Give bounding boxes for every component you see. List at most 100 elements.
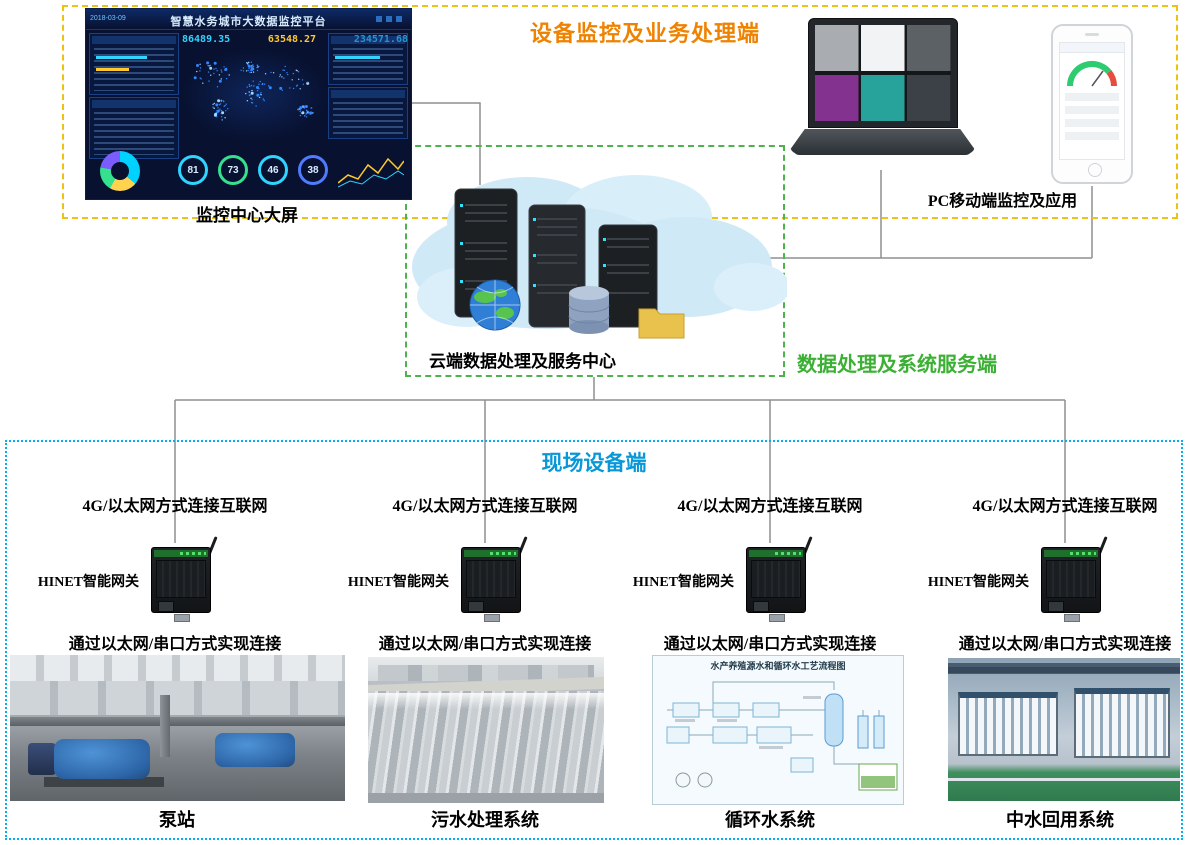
photo-detail (1074, 688, 1170, 758)
dashboard-panel (89, 33, 179, 95)
dashboard-date: 2018-03-09 (90, 15, 126, 22)
gauge-ring: 81 (178, 155, 208, 185)
phone-app-header (1060, 43, 1124, 53)
connect-serial-label-3: 通过以太网/串口方式实现连接 (663, 636, 877, 653)
phone-home-button (1088, 163, 1102, 177)
panel-header (331, 36, 405, 44)
smartphone-illustration (1051, 24, 1133, 184)
dashboard-panel (89, 97, 179, 159)
dashboard-metrics: 86489.35 63548.27 234571.68 (182, 34, 408, 45)
world-map (182, 49, 328, 141)
photo-detail (948, 663, 1180, 674)
database-icon (568, 286, 610, 334)
photo-detail (160, 695, 170, 757)
gauge-ring: 73 (218, 155, 248, 185)
site-label-3: 循环水系统 (725, 810, 815, 830)
dashboard-title: 智慧水务城市大数据监控平台 (170, 16, 327, 28)
metric-value: 234571.68 (353, 34, 408, 45)
gateway-label-1: HINET智能网关 (37, 575, 139, 590)
ethernet-port (158, 601, 174, 612)
gauge-ring: 38 (298, 155, 328, 185)
connect-serial-label-4: 通过以太网/串口方式实现连接 (958, 636, 1172, 653)
flow-diagram-graphic (666, 681, 898, 791)
panel-rows (333, 48, 403, 81)
folder-icon (638, 308, 685, 339)
gauge-value: 73 (227, 164, 239, 176)
led-strip (1044, 550, 1098, 557)
connect-internet-label-3: 4G/以太网方式连接互联网 (677, 498, 863, 515)
monitoring-zone-title: 设备监控及业务处理端 (529, 21, 760, 46)
globe-icon (469, 279, 521, 331)
spark-line-chart (337, 151, 405, 193)
connect-serial-label-2: 通过以太网/串口方式实现连接 (378, 636, 592, 653)
dashboard-header-icons (376, 16, 406, 22)
site-photo-water-reuse (948, 658, 1180, 801)
phone-gauge-chart (1066, 60, 1118, 87)
ethernet-port (753, 601, 769, 612)
photo-detail (958, 692, 1058, 756)
field-zone-title: 现场设备端 (541, 451, 647, 475)
mini-bar (335, 56, 381, 59)
zone-field-border (5, 440, 1183, 840)
site-label-4: 中水回用系统 (1006, 810, 1114, 830)
din-clip (769, 614, 785, 622)
phone-screen (1059, 42, 1125, 160)
gateway-row-2: HINET智能网关 (341, 536, 531, 622)
photo-detail (28, 743, 56, 775)
dashboard-panel (328, 87, 408, 139)
gauge-value: 38 (307, 164, 319, 176)
line-dashboard-to-cloud (410, 102, 481, 185)
gateway-device-1 (145, 536, 218, 622)
photo-detail (10, 655, 345, 681)
gateway-label-3: HINET智能网关 (632, 575, 734, 590)
zone-cloud-border (405, 145, 790, 377)
din-clip (174, 614, 190, 622)
photo-detail (10, 681, 345, 715)
panel-header (92, 36, 176, 44)
metric-value: 86489.35 (182, 34, 231, 45)
world-map-svg (193, 61, 314, 121)
site-photo-circulating-water: 水产养殖源水和循环水工艺流程图 (652, 655, 904, 805)
gateway-body (461, 547, 521, 613)
monitoring-dashboard-screen: 2018-03-09 智慧水务城市大数据监控平台 86489.35 63548.… (85, 8, 412, 200)
photo-detail (44, 777, 164, 787)
gateway-device-4 (1035, 536, 1108, 622)
site-photo-sewage-treatment (368, 657, 604, 803)
metric-value: 63548.27 (267, 34, 317, 45)
laptop-screen-image (814, 25, 951, 121)
panel-header (331, 90, 405, 98)
laptop-illustration (790, 18, 975, 170)
site-label-2: 污水处理系统 (431, 810, 539, 830)
gauge-value: 46 (267, 164, 279, 176)
gateway-row-4: HINET智能网关 (921, 536, 1111, 622)
gateway-faceplate (1046, 560, 1096, 598)
gateway-body (1041, 547, 1101, 613)
flow-diagram-title: 水产养殖源水和循环水工艺流程图 (710, 661, 846, 671)
gateway-body (746, 547, 806, 613)
gateway-faceplate (751, 560, 801, 598)
photo-detail (948, 778, 1180, 781)
site-label-1: 泵站 (159, 810, 195, 830)
connect-internet-label-4: 4G/以太网方式连接互联网 (972, 498, 1158, 515)
site-photo-pump-station (10, 655, 345, 801)
led-strip (464, 550, 518, 557)
photo-detail (378, 665, 594, 681)
photo-detail (10, 717, 345, 726)
photo-detail (368, 693, 604, 709)
gateway-row-3: HINET智能网关 (626, 536, 816, 622)
dashboard-panel (328, 33, 408, 85)
cloud-server-illustration (412, 175, 790, 339)
phone-data-rows (1065, 93, 1119, 145)
dashboard-header: 2018-03-09 智慧水务城市大数据监控平台 (86, 9, 411, 30)
led-strip (749, 550, 803, 557)
cloud-caption: 云端数据处理及服务中心 (429, 352, 616, 371)
ethernet-port (1048, 601, 1064, 612)
mini-bar (96, 56, 148, 59)
photo-detail (368, 793, 604, 803)
led-strip (154, 550, 208, 557)
photo-detail (215, 733, 295, 767)
gauge-ring: 46 (258, 155, 288, 185)
gateway-device-3 (740, 536, 813, 622)
